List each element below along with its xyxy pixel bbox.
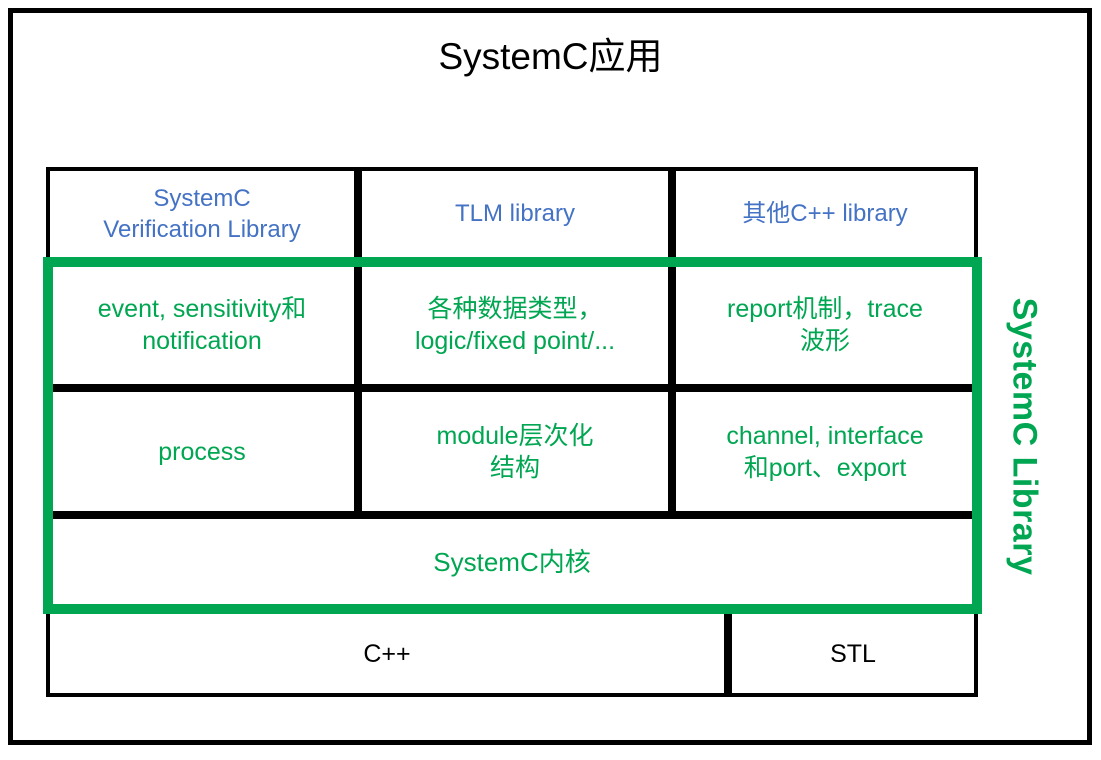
cell-module-hierarchy: module层次化结构 [358,388,672,515]
cell-stl: STL [728,610,978,697]
cell-cpp: C++ [46,610,728,697]
cell-process: process [46,388,358,515]
systemc-library-side-label: SystemC Library [1002,258,1046,614]
side-label-text: SystemC Library [1005,297,1044,575]
cell-systemc-kernel: SystemC内核 [46,515,978,610]
cell-tlm-library: TLM library [358,167,672,262]
cell-data-types: 各种数据类型，logic/fixed point/... [358,262,672,388]
cell-other-cpp-library: 其他C++ library [672,167,978,262]
page-title: SystemC应用 [438,36,663,77]
